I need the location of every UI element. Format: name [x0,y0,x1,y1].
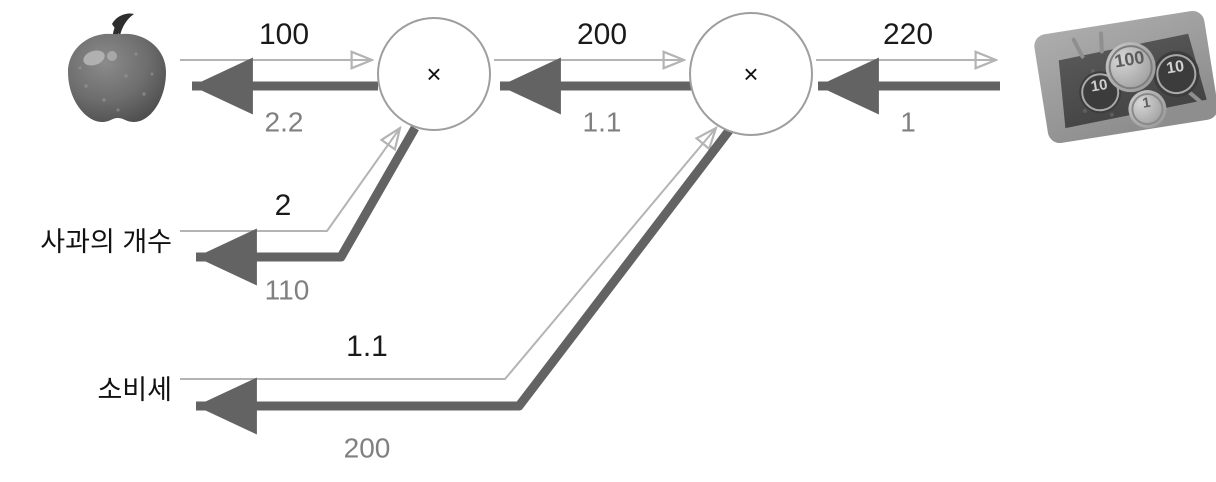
edge-apple-count: 2 110 [180,125,419,305]
coin-10-right: 10 [1153,51,1200,98]
edge-label-forward-consumption-tax: 1.1 [346,330,388,363]
edge-consumption-tax: 1.1 200 [180,125,735,463]
mul-node-2-operator: × [743,59,758,89]
edge-apple-price: 100 2.2 [180,18,378,137]
forward-arrow-consumption-tax [180,128,716,380]
backward-arrow-consumption-tax [195,125,735,435]
edge-label-backward-apple-count: 110 [265,274,310,305]
edge-label-forward-apple-count: 2 [275,189,292,222]
edge-label-forward-subtotal: 200 [577,18,627,51]
edge-label-backward-total: 1 [900,106,916,137]
edge-label-backward-apple-price: 2.2 [265,106,304,137]
coin-1: 1 [1128,90,1167,129]
svg-text:1: 1 [1141,94,1151,111]
coin-100: 100 [1105,42,1156,93]
mul-node-1-operator: × [426,59,441,89]
edge-label-backward-subtotal: 1.1 [583,106,622,137]
edge-label-forward-apple-price: 100 [259,18,309,51]
apple-count-label: 사과의 개수 [40,227,172,257]
svg-text:10: 10 [1165,58,1185,78]
mul-node-1[interactable]: × [377,17,491,131]
apple-image [68,13,166,123]
edge-label-forward-total: 220 [883,18,933,51]
coin-tray-image: 10 10 100 1 [1034,10,1216,144]
edge-label-backward-consumption-tax: 200 [344,432,391,463]
svg-text:100: 100 [1113,47,1146,71]
edge-total: 220 1 [816,18,1000,137]
edge-subtotal: 200 1.1 [494,18,694,137]
backward-arrow-apple-count [195,125,419,286]
svg-text:10: 10 [1090,76,1109,95]
mul-node-2[interactable]: × [689,12,813,136]
consumption-tax-label: 소비세 [97,375,172,405]
